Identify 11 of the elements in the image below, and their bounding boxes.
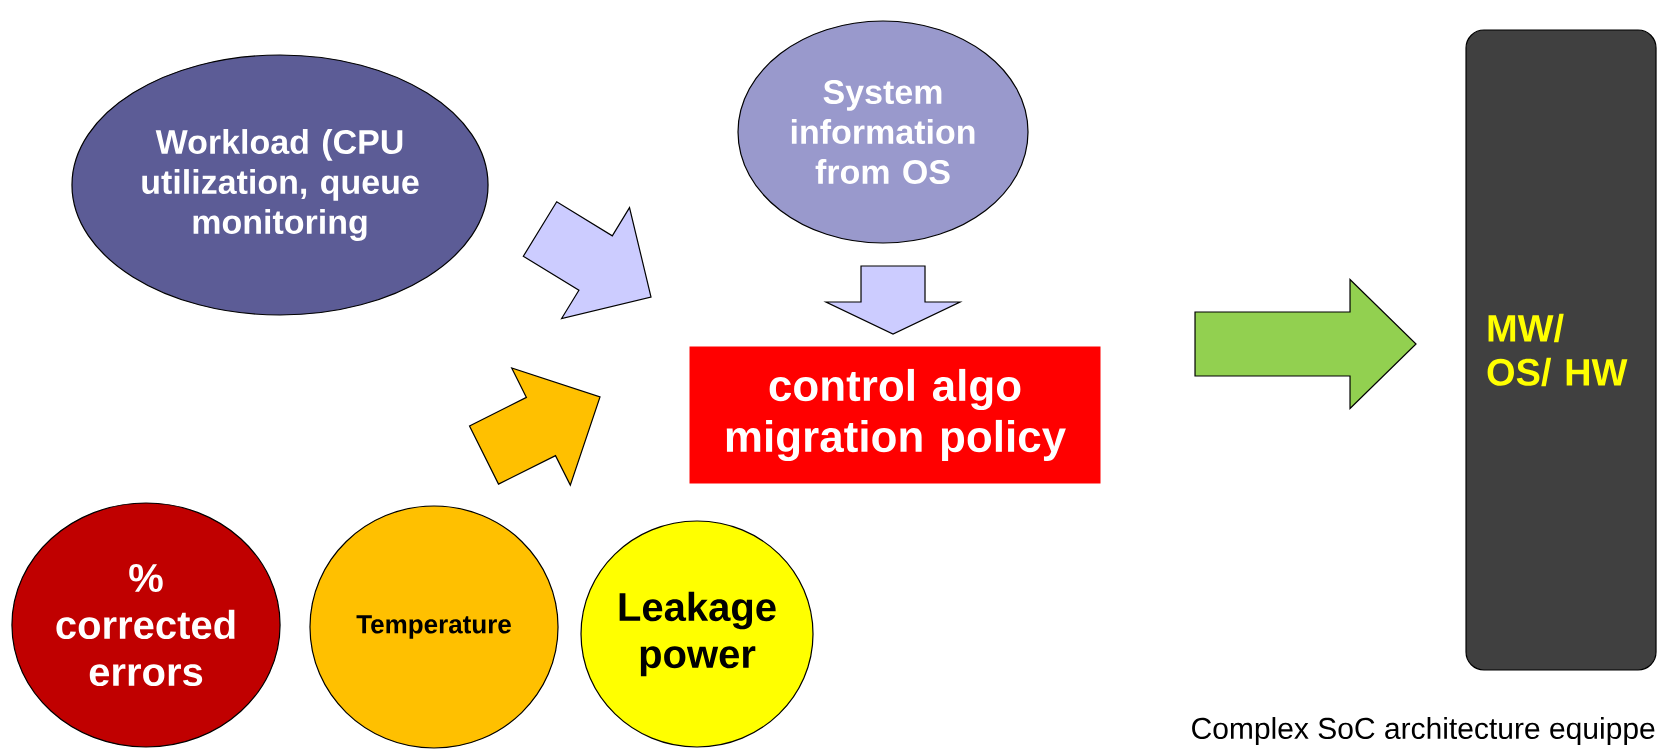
block-arrow xyxy=(468,366,601,487)
caption-text: Complex SoC architecture equippe xyxy=(1192,717,1655,745)
ellipse-node: System information from OS xyxy=(737,20,1029,244)
ellipse-node: Temperature xyxy=(309,505,559,749)
ellipse-node: Leakage power xyxy=(580,520,814,748)
process-box: control algo migration policy xyxy=(689,346,1101,484)
block-arrow xyxy=(1194,278,1417,410)
ellipse-node: Workload (CPU utilization, queue monitoring xyxy=(71,54,489,316)
block-arrow xyxy=(823,265,963,335)
ellipse-node: % corrected errors xyxy=(11,502,281,748)
rounded-box: MW/ OS/ HW xyxy=(1465,29,1657,671)
